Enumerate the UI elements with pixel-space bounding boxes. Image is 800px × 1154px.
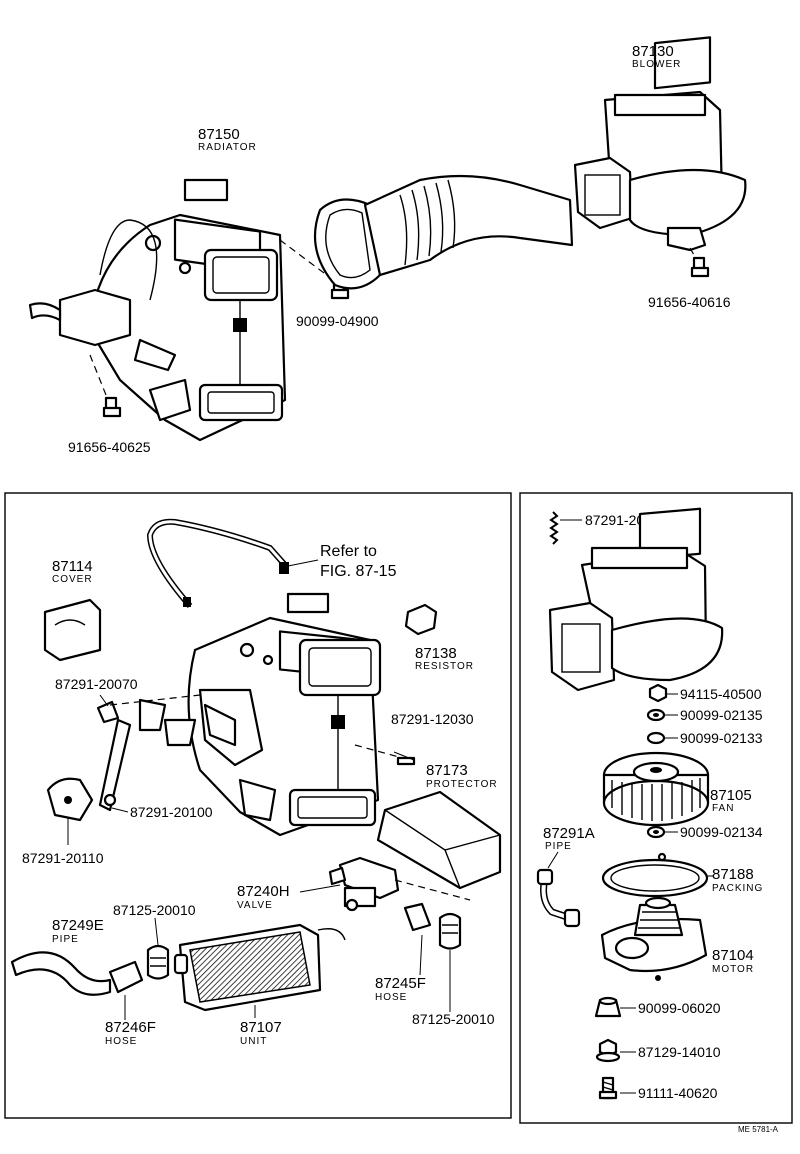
motor-name: MOTOR bbox=[712, 964, 754, 975]
hose-87246f-icon bbox=[108, 960, 144, 994]
cover-number: 87114 bbox=[52, 558, 93, 575]
plate-20110-icon bbox=[46, 777, 94, 822]
refer-line1: Refer to bbox=[320, 543, 377, 560]
left-panel: Refer to FIG. 87-15 87114 COVER 87138 RE… bbox=[10, 518, 502, 1047]
valve-name: VALVE bbox=[237, 900, 273, 911]
bolt-right-icon bbox=[690, 256, 710, 278]
clamp-top-label: 87125-20010 bbox=[113, 902, 196, 918]
refer-line2: FIG. 87-15 bbox=[320, 563, 397, 580]
washer-1-label: 90099-02135 bbox=[680, 707, 763, 723]
protector-name: PROTECTOR bbox=[426, 779, 498, 790]
valve-number: 87240H bbox=[237, 883, 290, 900]
washer-3-icon bbox=[646, 825, 666, 839]
hose-87246f-number: 87246F bbox=[105, 1019, 156, 1036]
protector-part-icon bbox=[376, 790, 502, 890]
right-panel-frame bbox=[519, 492, 793, 1124]
resistor-number: 87138 bbox=[415, 645, 457, 662]
packing-icon bbox=[601, 852, 709, 898]
unit-number: 87107 bbox=[240, 1019, 282, 1036]
radiator-number: 87150 bbox=[198, 126, 240, 143]
pipe-a-number: 87291A bbox=[543, 825, 595, 842]
fan-number: 87105 bbox=[710, 787, 752, 804]
label-12030: 87291-12030 bbox=[391, 711, 474, 727]
valve-part-icon bbox=[328, 856, 400, 912]
bolt-left-label: 91656-40625 bbox=[68, 439, 151, 455]
fan-name: FAN bbox=[712, 803, 734, 814]
cover-name: COVER bbox=[52, 574, 93, 585]
hose-87245f-name: HOSE bbox=[375, 992, 407, 1003]
bolt-center-label: 90099-04900 bbox=[296, 313, 379, 329]
right-panel: 87291-20290 94115-40500 90099-02135 9009… bbox=[536, 507, 763, 1101]
motor-icon bbox=[600, 896, 708, 981]
bolt-right-label: 91656-40616 bbox=[648, 294, 731, 310]
top-heater-assembly: 87150 RADIATOR 87130 BLOWER 90099-04900 … bbox=[28, 36, 747, 455]
label-20110: 87291-20110 bbox=[22, 850, 104, 866]
clamp-bottom-label: 87125-20010 bbox=[412, 1011, 495, 1027]
grommet-label: 90099-06020 bbox=[638, 1000, 721, 1016]
washer-2-icon bbox=[646, 731, 666, 745]
screw-2-icon bbox=[598, 1076, 618, 1100]
screw-1-label: 87129-14010 bbox=[638, 1044, 721, 1060]
blower-name: BLOWER bbox=[632, 59, 681, 70]
clip-20070-icon bbox=[96, 700, 120, 724]
clamp-bottom-icon bbox=[438, 912, 462, 950]
blower-number: 87130 bbox=[632, 43, 674, 60]
resistor-name: RESISTOR bbox=[415, 661, 474, 672]
washer-2-label: 90099-02133 bbox=[680, 730, 763, 746]
radiator-name: RADIATOR bbox=[198, 142, 257, 153]
label-20100: 87291-20100 bbox=[130, 804, 213, 820]
protector-number: 87173 bbox=[426, 762, 468, 779]
hose-87246f-name: HOSE bbox=[105, 1036, 137, 1047]
spring-icon bbox=[549, 511, 559, 545]
pipe-a-name: PIPE bbox=[545, 841, 572, 852]
label-20070: 87291-20070 bbox=[55, 676, 138, 692]
washer-1-icon bbox=[646, 708, 666, 722]
grommet-icon bbox=[594, 996, 622, 1018]
clamp-top-icon bbox=[146, 944, 170, 980]
footer-code: ME 5781-A bbox=[738, 1125, 779, 1134]
resistor-part-icon bbox=[404, 603, 438, 636]
screw-2-label: 91111-40620 bbox=[638, 1085, 718, 1101]
pipe-87249e-icon bbox=[10, 951, 112, 996]
clip-12030-icon bbox=[396, 756, 416, 766]
screw-1-icon bbox=[595, 1038, 621, 1063]
bolt-left-icon bbox=[102, 396, 122, 418]
pipe-87249e-number: 87249E bbox=[52, 917, 104, 934]
washer-3-label: 90099-02134 bbox=[680, 824, 763, 840]
nut-label: 94115-40500 bbox=[680, 686, 762, 702]
hose-87245f-number: 87245F bbox=[375, 975, 426, 992]
unit-name: UNIT bbox=[240, 1036, 267, 1047]
motor-number: 87104 bbox=[712, 947, 754, 964]
nut-icon bbox=[648, 683, 668, 703]
hose-87245f-icon bbox=[403, 902, 432, 932]
packing-number: 87188 bbox=[712, 866, 754, 883]
cover-part-icon bbox=[43, 598, 102, 662]
left-panel-frame bbox=[4, 492, 512, 1119]
pipe-87249e-name: PIPE bbox=[52, 934, 79, 945]
packing-name: PACKING bbox=[712, 883, 763, 894]
pipe-87291a-icon bbox=[536, 868, 581, 928]
fan-icon bbox=[602, 751, 710, 827]
heater-unit-icon bbox=[173, 923, 346, 1012]
